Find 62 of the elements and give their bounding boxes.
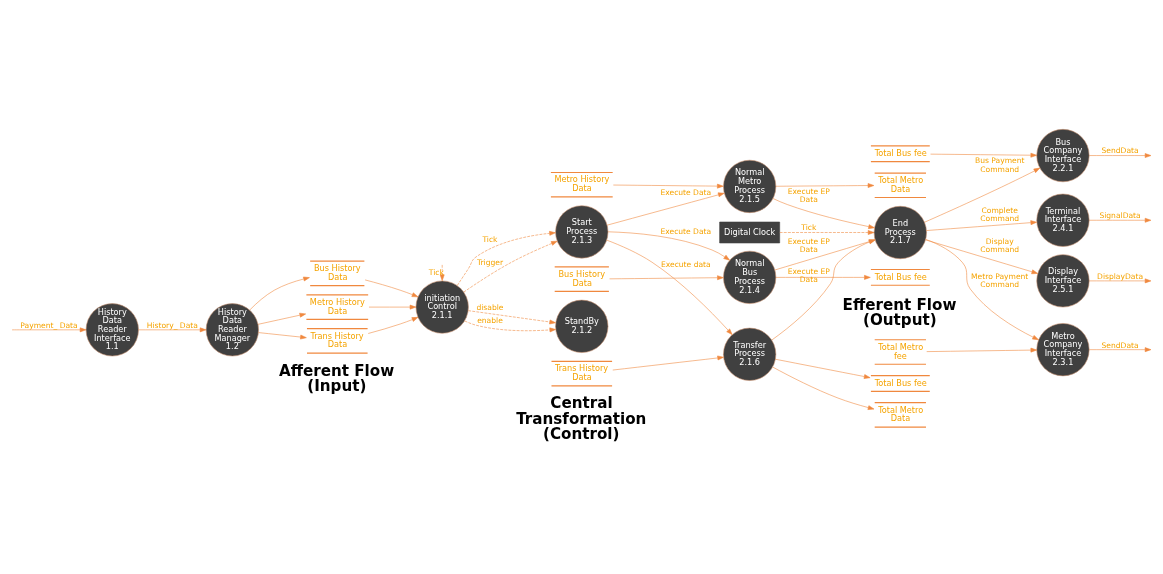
node-text: Metro History Data: [309, 296, 365, 316]
arrow: [606, 192, 725, 226]
arrow: [1089, 153, 1152, 158]
arrow: [368, 304, 417, 310]
node-circle: Terminal Interface 2.4.1: [1036, 193, 1090, 247]
arrow: [11, 327, 87, 333]
node-text: Total Bus fee: [874, 271, 927, 282]
arrow: [609, 275, 724, 281]
arrow: [926, 347, 1037, 353]
arrow: [138, 327, 207, 333]
arrow: [1089, 347, 1152, 352]
node-text: Total Metro fee: [878, 341, 924, 361]
node-text: Trans History Data: [554, 363, 609, 383]
node-circle: Normal Metro Process 2.1.5: [723, 159, 777, 213]
node-box: Digital Clock: [719, 221, 780, 244]
node-text: Total Bus fee: [874, 377, 927, 388]
arrow: [924, 167, 1041, 223]
node-circle: StandBy 2.1.2: [555, 299, 609, 353]
arrow: [772, 366, 875, 410]
node-circle: Start Process 2.1.3: [555, 205, 609, 259]
arrow: [775, 183, 875, 188]
node-text: Trans History Data: [310, 330, 364, 350]
label: Afferent Flow (Input): [278, 361, 395, 395]
node-circle: End Process 2.1.7: [873, 206, 927, 260]
arrow: [772, 198, 875, 229]
arrow: [607, 231, 730, 261]
arrow: [257, 312, 306, 325]
arrow: [1089, 278, 1152, 284]
node-text: Total Metro Data: [878, 175, 924, 194]
arrow: [258, 332, 307, 340]
arrow: [249, 276, 310, 311]
arrow: [468, 310, 556, 325]
node-text: Total Bus fee: [874, 148, 927, 159]
node-circle: Metro Company Interface 2.3.1: [1036, 323, 1090, 377]
arrow: [925, 239, 1039, 341]
node-text: Bus History Data: [313, 263, 361, 282]
node-circle: Bus Company Interface 2.2.1: [1036, 129, 1090, 183]
node-circle: Display Interface 2.5.1: [1036, 254, 1090, 308]
arrow: [439, 264, 445, 281]
arrow: [364, 279, 419, 298]
arrow: [779, 230, 875, 235]
arrow: [1089, 217, 1152, 223]
arrow: [463, 240, 558, 293]
arrow: [775, 275, 871, 280]
node-text: Metro History Data: [554, 174, 610, 194]
arrow: [925, 239, 1038, 275]
arrow: [367, 317, 419, 334]
label: Efferent Flow (Output): [842, 295, 957, 330]
label: Central Transformation (Control): [516, 394, 647, 443]
arrow: [464, 320, 556, 333]
node-circle: History Data Reader Manager 1.2: [205, 303, 259, 357]
arrow: [613, 183, 724, 189]
arrow: [930, 152, 1037, 158]
node-circle: initiation Control 2.1.1: [415, 280, 469, 334]
arrow: [606, 239, 733, 335]
arrow: [456, 231, 556, 286]
node-text: Total Metro Data: [878, 404, 924, 424]
arrow: [926, 220, 1037, 231]
arrow: [612, 355, 724, 371]
node-circle: History Data Reader Interface 1.1: [85, 303, 139, 357]
node-text: Bus History Data: [558, 268, 606, 288]
arrow: [775, 358, 871, 379]
